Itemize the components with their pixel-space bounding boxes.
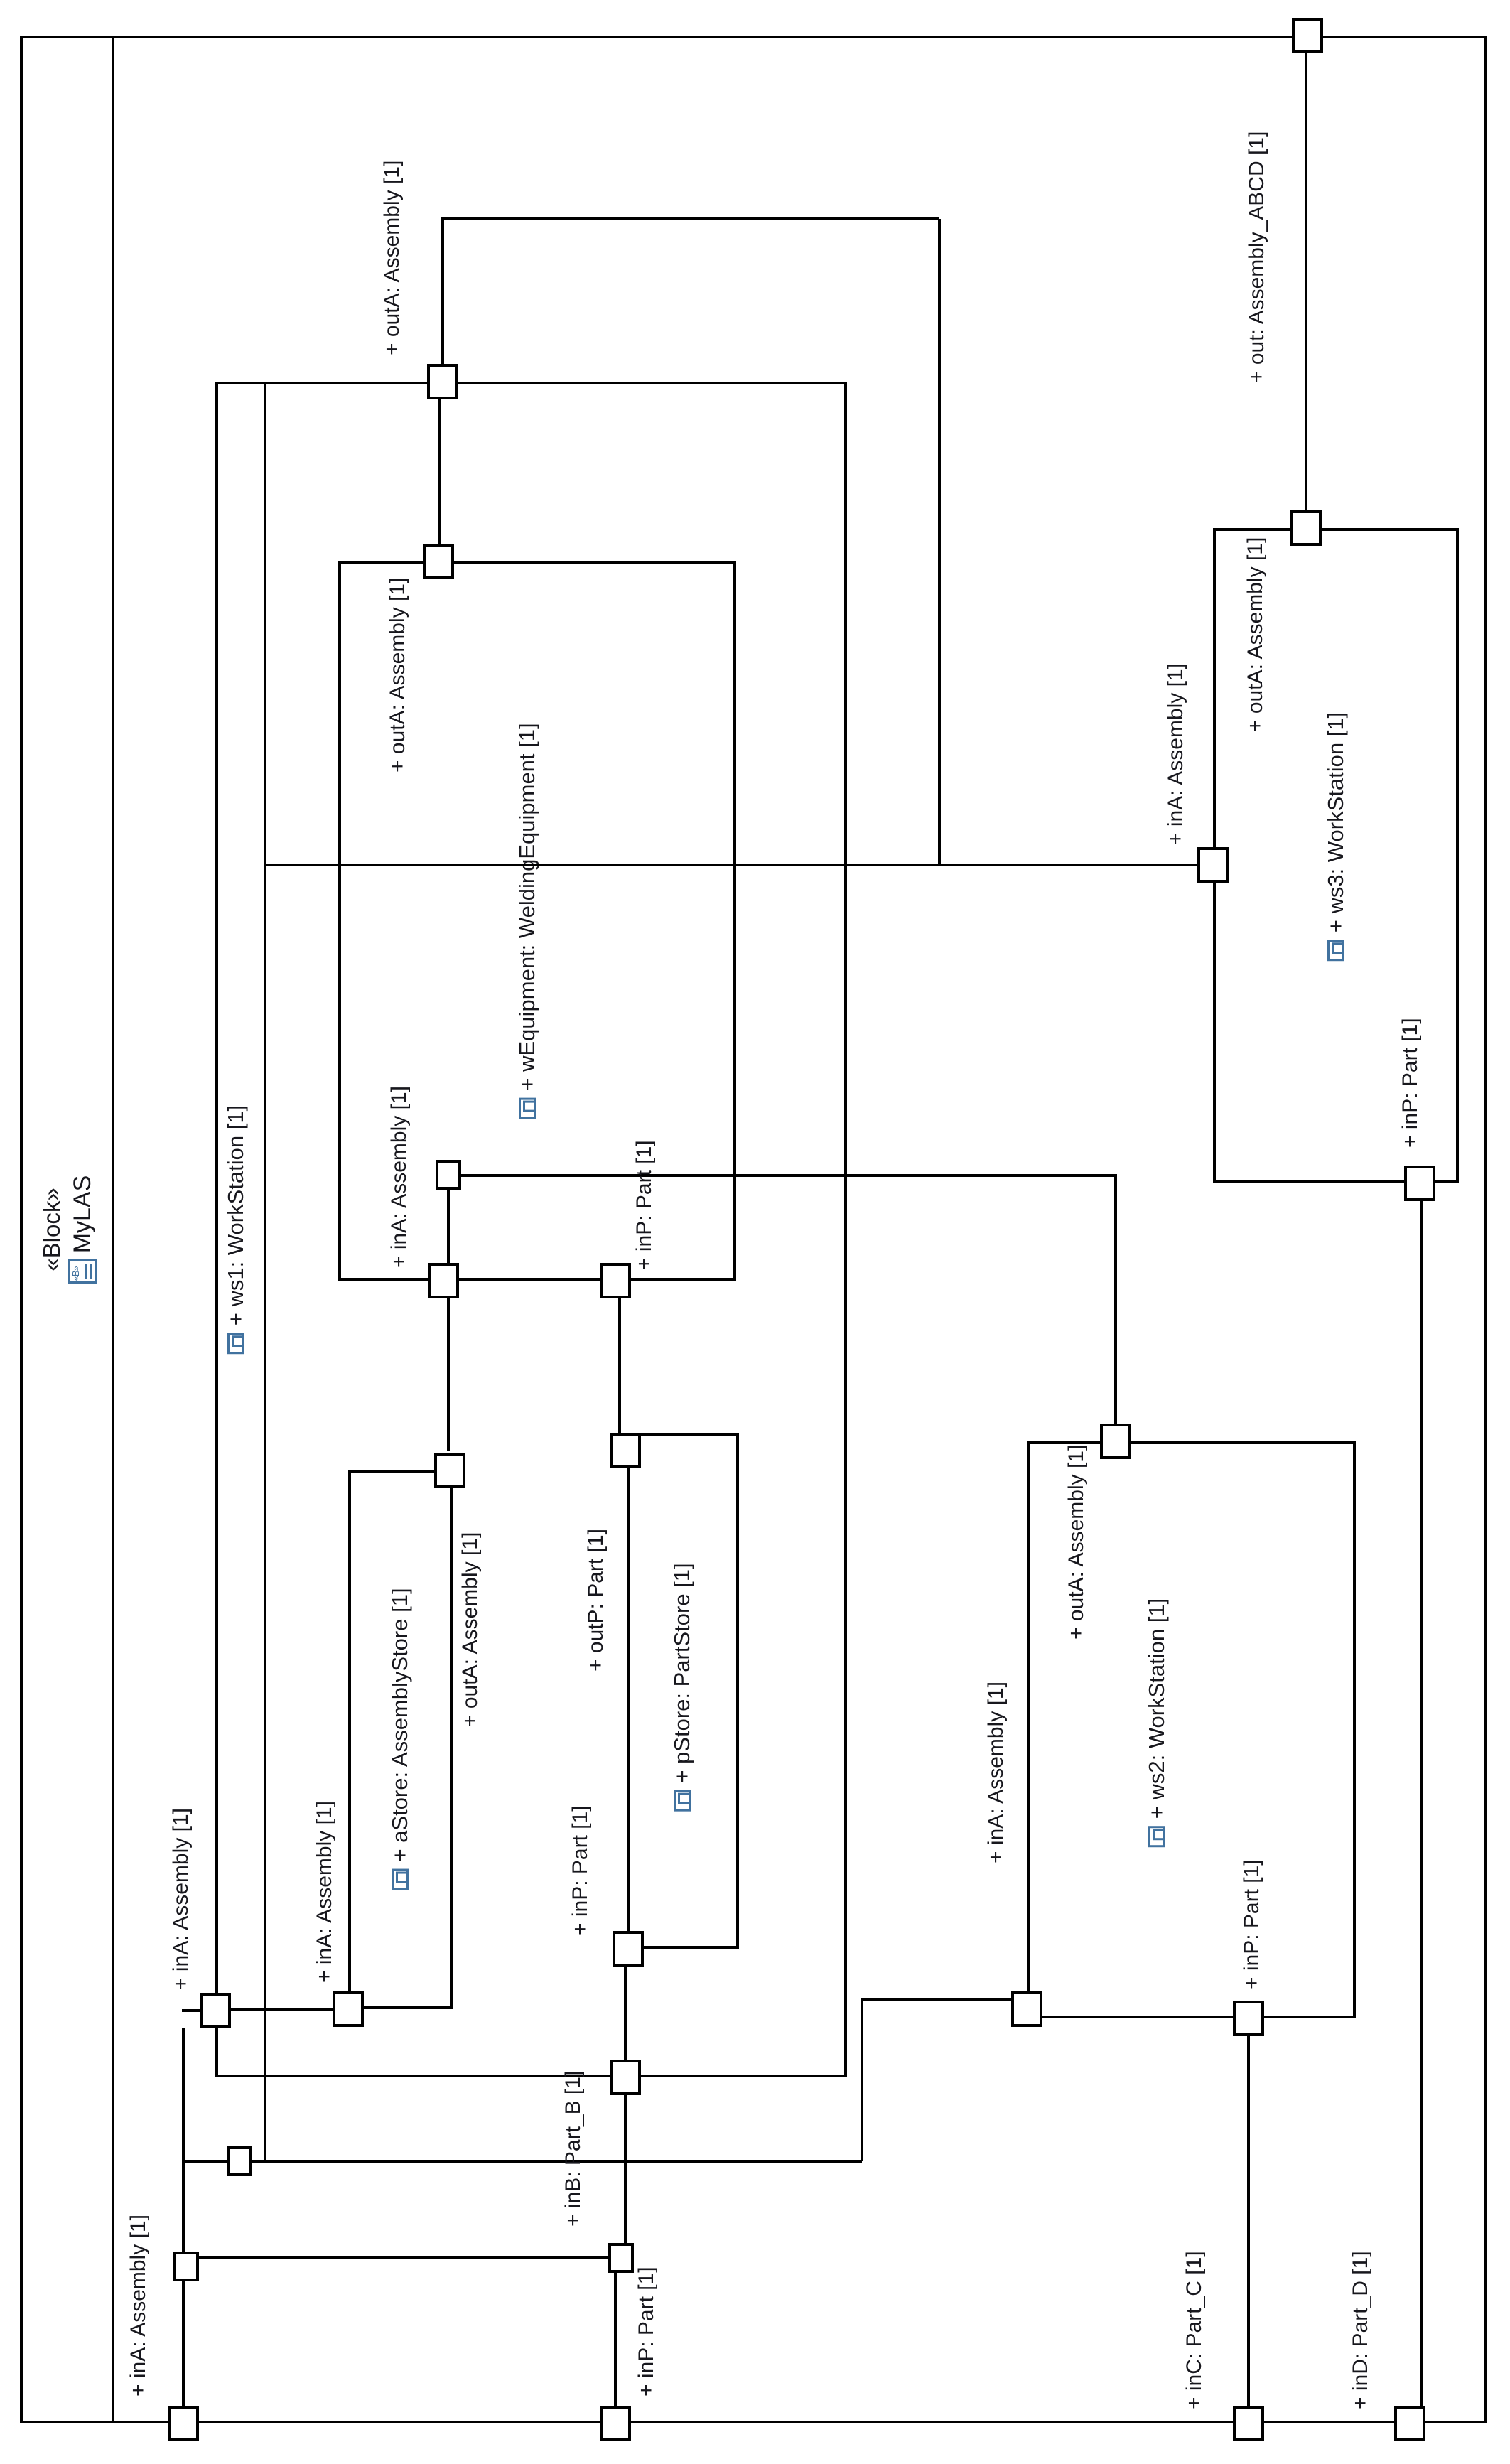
port-label-ws2-inP[interactable]: + inP: Part [1] <box>1240 1859 1263 1989</box>
port-label-frame-inA[interactable]: + inA: Assembly [1] <box>126 2215 150 2396</box>
connector-segment[interactable] <box>861 1998 863 2161</box>
part-label-text: + ws3: WorkStation [1] <box>1323 711 1348 933</box>
port-label-ws2-outA[interactable]: + outA: Assembly [1] <box>1064 1444 1088 1640</box>
port-aStore-inA[interactable] <box>333 1991 364 2027</box>
port-ws1-outA[interactable] <box>427 364 458 399</box>
connector-segment[interactable] <box>231 2008 334 2011</box>
port-ws2-inP[interactable] <box>1233 2001 1264 2036</box>
port-wEquipment-inA[interactable] <box>428 1263 459 1298</box>
port-pStore-outP[interactable] <box>610 1433 641 1468</box>
connector-junction[interactable] <box>608 2243 634 2273</box>
port-label-ws2-inA[interactable]: + inA: Assembly [1] <box>984 1682 1008 1863</box>
connector-segment[interactable] <box>614 2258 617 2407</box>
port-aStore-outA[interactable] <box>434 1453 465 1488</box>
connector-segment[interactable] <box>1305 52 1307 510</box>
port-ws3-inP[interactable] <box>1404 1166 1435 1201</box>
port-frame-out[interactable] <box>1292 18 1323 53</box>
port-frame-inC[interactable] <box>1233 2406 1264 2441</box>
connector-segment[interactable] <box>461 1174 1117 1177</box>
port-label-pStore-inP[interactable]: + inP: Part [1] <box>568 1805 592 1935</box>
port-label-frame-inC[interactable]: + inC: Part_C [1] <box>1182 2251 1206 2409</box>
connector-junction[interactable] <box>227 2146 252 2176</box>
port-label-frame-inB[interactable]: + inB: Part_B [1] <box>561 2070 585 2227</box>
connector-junction[interactable] <box>173 2252 199 2281</box>
part-label-text: + pStore: PartStore [1] <box>669 1563 694 1783</box>
port-wEquipment-inP[interactable] <box>600 1263 631 1298</box>
port-wEquipment-outA[interactable] <box>423 544 454 579</box>
port-label-aStore-inA[interactable]: + inA: Assembly [1] <box>313 1801 336 1983</box>
header-separator <box>112 38 114 2421</box>
part-icon <box>674 1790 691 1812</box>
connector-junction[interactable] <box>436 1160 461 1190</box>
port-label-wEquipment-inA[interactable]: + inA: Assembly [1] <box>387 1086 411 1268</box>
connector-segment[interactable] <box>447 1188 450 1451</box>
port-ws3-inA[interactable] <box>1197 847 1229 883</box>
port-label-ws3-outA[interactable]: + outA: Assembly [1] <box>1244 537 1267 732</box>
connector-segment[interactable] <box>182 2028 185 2407</box>
connector-segment[interactable] <box>438 398 441 544</box>
port-frame-inA[interactable] <box>168 2406 199 2441</box>
part-label-ws2[interactable]: + ws2: WorkStation [1] <box>1144 1598 1170 1848</box>
connector-segment[interactable] <box>618 1297 621 1433</box>
part-icon <box>1327 940 1344 962</box>
port-ws3-outA[interactable] <box>1290 510 1322 546</box>
part-label-aStore[interactable]: + aStore: AssemblyStore [1] <box>387 1588 413 1890</box>
part-icon <box>392 1868 409 1890</box>
connector-segment[interactable] <box>624 2094 627 2258</box>
port-label-frame-out[interactable]: + out: Assembly_ABCD [1] <box>1245 131 1268 383</box>
part-label-text: + wEquipment: WeldingEquipment [1] <box>514 723 539 1091</box>
port-ws2-outA[interactable] <box>1100 1424 1131 1459</box>
part-icon <box>227 1333 244 1355</box>
port-label-ws3-inA[interactable]: + inA: Assembly [1] <box>1164 663 1187 845</box>
part-label-ws3[interactable]: + ws3: WorkStation [1] <box>1323 711 1349 962</box>
connector-segment[interactable] <box>1247 2035 1250 2407</box>
port-label-ws1-inA[interactable]: + inA: Assembly [1] <box>169 1808 193 1990</box>
connector-segment[interactable] <box>938 219 941 865</box>
port-label-pStore-outP[interactable]: + outP: Part [1] <box>584 1529 608 1672</box>
connector-segment[interactable] <box>624 1965 627 2060</box>
part-label-text: + ws2: WorkStation [1] <box>1144 1598 1169 1819</box>
port-ws2-inA[interactable] <box>1011 1991 1042 2027</box>
part-label-wEquipment[interactable]: + wEquipment: WeldingEquipment [1] <box>514 723 540 1119</box>
port-label-frame-inD[interactable]: + inD: Part_D [1] <box>1349 2251 1372 2409</box>
block-icon <box>68 1259 97 1284</box>
part-label-ws1[interactable]: + ws1: WorkStation [1] <box>223 1104 249 1355</box>
connector-segment[interactable] <box>182 2009 202 2012</box>
connector-segment[interactable] <box>441 217 444 365</box>
port-label-wEquipment-inP[interactable]: + inP: Part [1] <box>632 1140 656 1270</box>
connector-segment[interactable] <box>183 2160 862 2163</box>
connector-segment[interactable] <box>264 383 266 2161</box>
port-frame-inB[interactable] <box>600 2406 631 2441</box>
block-stereotype: «Block» <box>38 1188 65 1271</box>
port-label-aStore-outA[interactable]: + outA: Assembly [1] <box>458 1532 482 1727</box>
block-name: MyLAS <box>68 1175 96 1254</box>
port-label-wEquipment-outA[interactable]: + outA: Assembly [1] <box>386 577 409 773</box>
port-label-ws1-outA[interactable]: + outA: Assembly [1] <box>380 160 404 355</box>
connector-segment[interactable] <box>1114 1175 1117 1424</box>
block-title: «Block» MyLAS <box>38 38 97 2421</box>
part-icon <box>1148 1826 1165 1848</box>
port-label-ws1-inP[interactable]: + inP: Part [1] <box>635 2266 658 2396</box>
part-label-text: + ws1: WorkStation [1] <box>223 1104 248 1326</box>
connector-segment[interactable] <box>443 217 939 220</box>
port-frame-inD[interactable] <box>1394 2406 1425 2441</box>
port-label-ws3-inP[interactable]: + inP: Part [1] <box>1398 1018 1422 1148</box>
connector-segment[interactable] <box>1420 1200 1423 2407</box>
connector-segment[interactable] <box>862 1998 1011 2001</box>
port-ws1-inP[interactable] <box>610 2060 641 2095</box>
connector-segment[interactable] <box>265 864 1197 866</box>
part-label-pStore[interactable]: + pStore: PartStore [1] <box>669 1563 695 1812</box>
part-icon <box>519 1097 536 1119</box>
connector-segment[interactable] <box>186 2256 621 2259</box>
port-ws1-inA[interactable] <box>200 1993 231 2028</box>
port-pStore-inP[interactable] <box>613 1931 644 1967</box>
part-label-text: + aStore: AssemblyStore [1] <box>387 1588 412 1862</box>
